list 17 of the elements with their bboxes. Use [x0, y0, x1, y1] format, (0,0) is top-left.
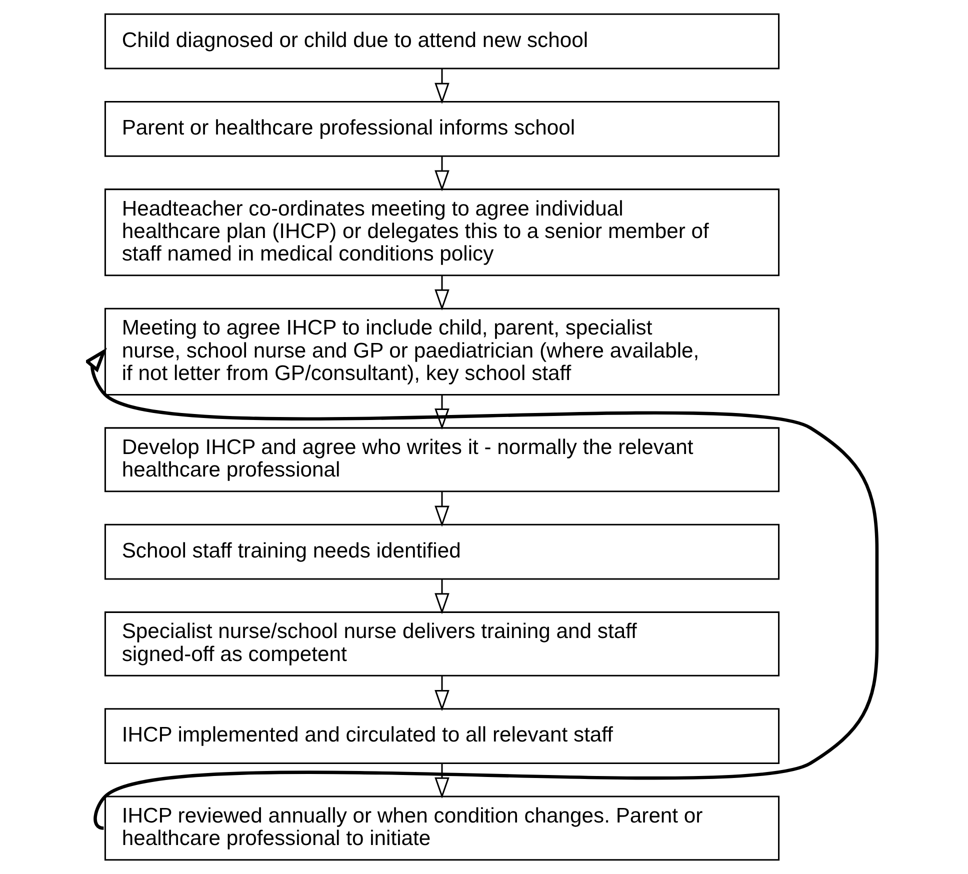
node-box: Specialist nurse/school nurse delivers training and staff signed-off as competent [104, 611, 780, 676]
node-box: Develop IHCP and agree who writes it - normally the relevant healthcare professional [104, 427, 780, 492]
node-box: Meeting to agree IHCP to include child, parent, specialist nurse, school nurse and GP or paediatrician (where available, if not letter from GP/consultant), key school staff [104, 308, 780, 396]
node-box: Child diagnosed or child due to attend new school [104, 13, 780, 70]
node-box: IHCP reviewed annually or when condition changes. Parent or healthcare professional to initiate [104, 796, 780, 861]
arrow [434, 676, 449, 712]
arrow [434, 579, 449, 614]
arrow [434, 763, 449, 798]
node-box: School staff training needs identified [104, 524, 780, 580]
arrow [434, 276, 449, 311]
arrow [434, 156, 449, 192]
arrow [434, 492, 449, 527]
node-box: IHCP implemented and circulated to all relevant staff [104, 708, 780, 764]
node-box: Parent or healthcare professional informs school [104, 100, 780, 157]
arrow [434, 68, 449, 104]
node-box: Headteacher co-ordinates meeting to agree individual healthcare plan (IHCP) or delegates this to a senior member of staff named in medical conditions policy [104, 188, 780, 276]
arrow [434, 395, 449, 430]
